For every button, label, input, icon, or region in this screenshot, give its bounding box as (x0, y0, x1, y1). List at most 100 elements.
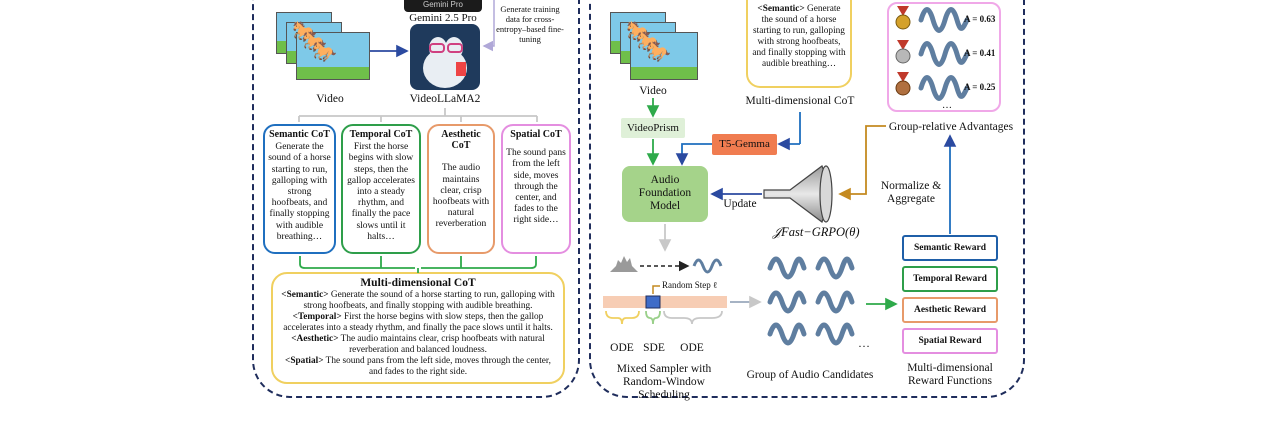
group-caption: Group of Audio Candidates (746, 369, 874, 381)
random-step-pointer (652, 285, 660, 294)
reward-caption: Multi-dimensional Reward Functions (907, 362, 993, 387)
advantage-value-2: A = 0.41 (964, 48, 996, 58)
multi-cot-item: <Semantic> Generate the sound of a horse… (279, 290, 557, 312)
advantage-value-3: A = 0.25 (964, 82, 996, 92)
medal-silver-icon (895, 40, 911, 64)
waveform-icon (815, 322, 855, 346)
seg-label-sde: SDE (643, 342, 665, 354)
right-video-label: Video (639, 85, 667, 97)
right-panel (589, 0, 1025, 398)
left-video-label: Video (316, 93, 344, 105)
multi-cot-box: Multi-dimensional CoT <Semantic> Generat… (271, 272, 565, 384)
multi-cot-tag: <Semantic> (281, 290, 329, 300)
semantic-reward-box: Semantic Reward (902, 235, 998, 261)
noise-icon (610, 256, 638, 272)
sde-brace (645, 310, 661, 325)
multi-cot-tag: <Aesthetic> (291, 334, 339, 344)
temporal-reward-box: Temporal Reward (902, 266, 998, 292)
temporal-cot-box: Temporal CoT First the horse begins with… (341, 124, 421, 254)
aesthetic-reward-box: Aesthetic Reward (902, 297, 998, 323)
left-panel (252, 0, 580, 398)
right-cot-tag: <Semantic> (757, 4, 805, 14)
t5gemma-box: T5-Gemma (712, 134, 777, 155)
spatial-reward-label: Spatial Reward (918, 336, 982, 346)
temporal-cot-text: First the horse begins with slow steps, … (347, 142, 415, 242)
seg-label-ode-2: ODE (680, 342, 704, 354)
multi-cot-tag: <Temporal> (292, 312, 342, 322)
medal-bronze-icon (895, 72, 911, 96)
spatial-reward-box: Spatial Reward (902, 328, 998, 354)
funnel-icon (763, 165, 833, 223)
waveform-icon (815, 256, 855, 280)
right-cot-box: <Semantic> Generate the sound of a horse… (746, 0, 852, 88)
aesthetic-reward-label: Aesthetic Reward (913, 305, 987, 315)
waveform-icon (767, 290, 807, 314)
semantic-cot-text: Generate the sound of a horse starting t… (268, 142, 331, 242)
semantic-cot-box: Semantic CoT Generate the sound of a hor… (263, 124, 336, 254)
videollama-label: VideoLLaMA2 (409, 93, 481, 105)
multi-cot-item: <Aesthetic> The audio maintains clear, c… (279, 334, 557, 356)
advantages-caption: Group-relative Advantages (888, 121, 1014, 133)
aesthetic-cot-box: Aesthetic CoT The audio maintains clear,… (427, 124, 495, 254)
semantic-reward-label: Semantic Reward (913, 243, 987, 253)
spatial-cot-box: Spatial CoT The sound pans from the left… (501, 124, 571, 254)
audio-foundation-model-box: Audio Foundation Model (622, 166, 708, 222)
waveform-icon (767, 322, 807, 346)
advantages-to-funnel-arrow (838, 125, 886, 201)
random-step-label: Random Step ℓ (662, 280, 718, 290)
spatial-cot-text: The sound pans from the left side, moves… (506, 148, 566, 226)
ode-brace-right (663, 310, 723, 325)
objective-label: 𝒥Fast−GRPO(θ) (762, 226, 870, 239)
waveform-icon (918, 7, 970, 33)
training-note: Generate training data for cross-entropy… (496, 4, 564, 44)
medal-gold-icon (895, 6, 911, 30)
gemini-label: Gemini 2.5 Pro (409, 12, 477, 24)
seg-label-ode-1: ODE (610, 342, 634, 354)
advantages-ellipsis: … (942, 100, 952, 111)
note-arrow (482, 0, 495, 52)
waveform-icon (918, 41, 970, 67)
cot-merge-brace (299, 256, 537, 273)
t5-to-afm-arrow (675, 143, 712, 166)
aesthetic-cot-text: The audio maintains clear, crisp hoofbea… (432, 163, 490, 230)
random-step-marker (645, 295, 661, 309)
t5gemma-label: T5-Gemma (719, 138, 770, 150)
small-wave-icon (692, 258, 723, 274)
temporal-cot-title: Temporal CoT (349, 129, 413, 140)
multi-cot-title: Multi-dimensional CoT (360, 277, 476, 289)
videoprism-box: VideoPrism (621, 118, 685, 138)
spatial-cot-title: Spatial CoT (510, 129, 562, 140)
multi-cot-text: The audio maintains clear, crisp hoofbea… (338, 334, 545, 355)
ode-brace-left (605, 310, 640, 325)
multi-cot-item: <Temporal> First the horse begins with s… (279, 312, 557, 334)
sampler-caption: Mixed Sampler with Random-Window Schedul… (616, 363, 712, 401)
gemini-badge-text: Gemini Pro (422, 0, 463, 9)
advantages-rows (895, 6, 970, 101)
llama-fanout (298, 108, 538, 122)
training-note-text: Generate training data for cross-entropy… (496, 4, 564, 44)
normalize-label: Normalize & Aggregate (880, 180, 942, 205)
update-label: Update (723, 198, 757, 210)
multi-cot-text: First the horse begins with slow steps, … (283, 312, 553, 333)
audio-foundation-model-label: Audio Foundation Model (638, 174, 692, 212)
videoprism-label: VideoPrism (627, 122, 679, 134)
waveform-icon (918, 75, 970, 101)
advantage-value-1: A = 0.63 (964, 14, 996, 24)
group-ellipsis: … (858, 336, 870, 350)
semantic-cot-title: Semantic CoT (269, 129, 330, 140)
temporal-reward-label: Temporal Reward (913, 274, 987, 284)
objective-text: 𝒥Fast−GRPO(θ) (772, 225, 860, 239)
right-video-frame-3 (630, 32, 698, 80)
right-cot-text: Generate the sound of a horse starting t… (752, 4, 846, 69)
aesthetic-cot-title: Aesthetic CoT (441, 129, 481, 152)
multi-cot-text: The sound pans from the left side, moves… (323, 356, 551, 377)
waveform-icon (767, 256, 807, 280)
multi-cot-text: Generate the sound of a horse starting t… (303, 290, 555, 311)
gemini-badge: Gemini Pro (404, 0, 482, 12)
timeline-bar (603, 296, 727, 308)
videollama-logo (410, 24, 480, 90)
audio-candidates (767, 256, 855, 346)
multi-cot-tag: <Spatial> (285, 356, 324, 366)
